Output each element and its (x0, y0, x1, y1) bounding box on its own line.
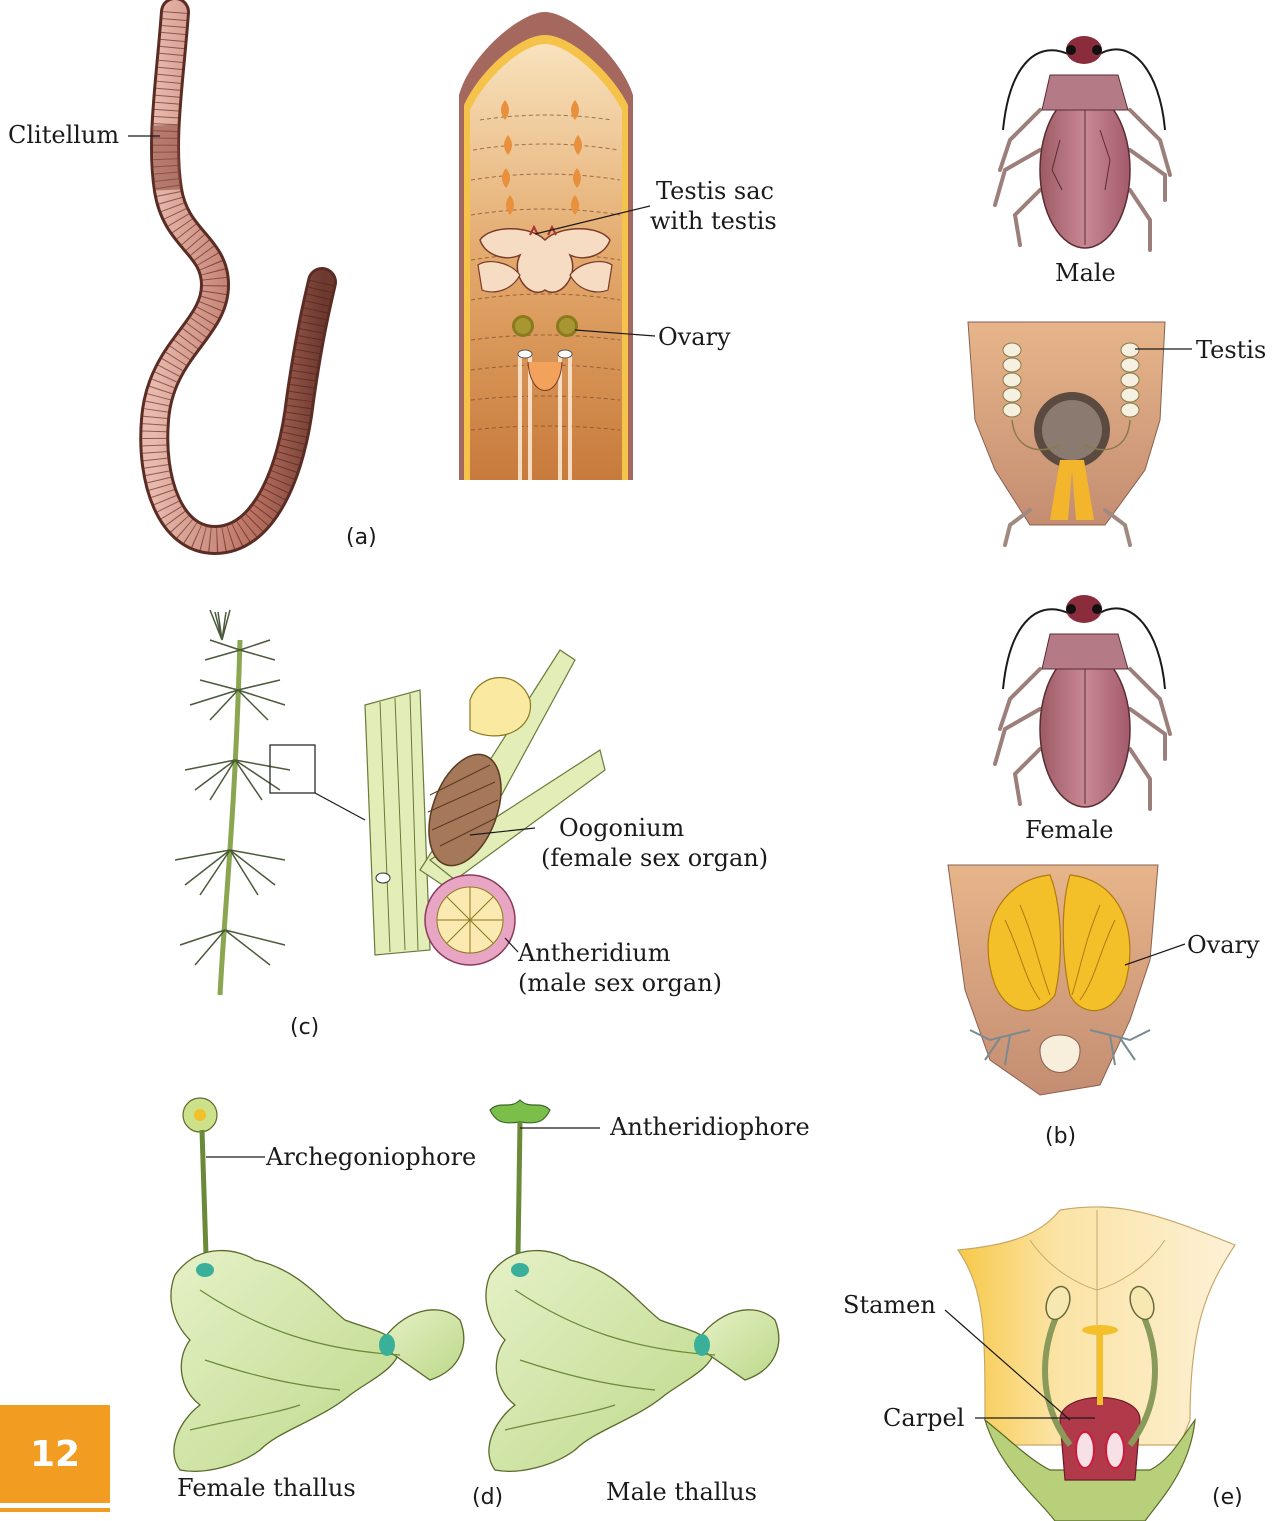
caption-b: (b) (1045, 1124, 1076, 1149)
cockroach-female-reproductive (948, 865, 1158, 1095)
antheridiophore-label: Antheridiophore (610, 1112, 810, 1142)
cockroach-female (995, 595, 1170, 809)
testis-sac-label: Testis sac (656, 176, 774, 206)
cockroach-ovary-label: Ovary (1187, 930, 1260, 960)
with-testis-label: with testis (650, 206, 777, 236)
stamen-label: Stamen (843, 1290, 936, 1320)
page-footer-rule (0, 1508, 110, 1512)
cockroach-male (995, 36, 1170, 250)
female-label: Female (1025, 815, 1114, 845)
caption-e: (e) (1212, 1485, 1243, 1510)
page-number-badge: 12 (0, 1405, 110, 1503)
male-label: Male (1055, 258, 1116, 288)
antheridium-desc-label: (male sex organ) (518, 968, 722, 998)
clitellum-label: Clitellum (8, 120, 119, 150)
flower-section (958, 1207, 1235, 1521)
oogonium-label: Oogonium (559, 813, 684, 843)
antheridium-label: Antheridium (518, 938, 671, 968)
caption-c: (c) (290, 1015, 319, 1040)
earthworm-section (459, 12, 633, 480)
caption-a: (a) (346, 525, 377, 550)
carpel-label: Carpel (883, 1403, 964, 1433)
oogonium-desc-label: (female sex organ) (541, 843, 768, 873)
cockroach-male-reproductive (968, 322, 1165, 545)
chara-plant (175, 610, 365, 995)
archegoniophore-label: Archegoniophore (266, 1142, 476, 1172)
testis-label: Testis (1196, 335, 1266, 365)
earthworm-ovary-label: Ovary (658, 322, 731, 352)
caption-d: (d) (472, 1485, 503, 1510)
page-number: 12 (30, 1434, 80, 1475)
female-thallus-label: Female thallus (177, 1473, 356, 1503)
male-thallus (486, 1100, 779, 1471)
male-thallus-label: Male thallus (606, 1477, 757, 1507)
earthworm-whole (154, 12, 322, 540)
chara-enlarged (365, 650, 605, 965)
